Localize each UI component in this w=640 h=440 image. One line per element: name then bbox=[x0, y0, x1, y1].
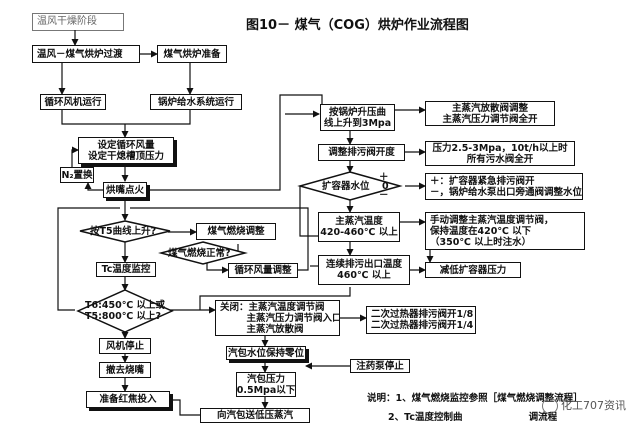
decision-level bbox=[297, 171, 403, 201]
node-level-note: ＋：扩容器紧急排污阀开 －，锅炉给水泵出口旁通阀调整水位 bbox=[425, 173, 583, 200]
level-minus: － bbox=[379, 190, 389, 201]
watermark-icon bbox=[542, 398, 558, 414]
node-superheater: 二次过热器排污阀开1/8 二次过热器排污阀开1/4 bbox=[366, 306, 476, 334]
node-n2-purge: N₂置换 bbox=[60, 167, 94, 183]
decision-level-label: 扩容器水位 bbox=[322, 181, 370, 192]
node-dosing-stop: 注药泵停止 bbox=[350, 359, 410, 373]
node-gas-prep: 煤气烘炉准备 bbox=[157, 45, 227, 63]
node-close-valves: 关闭：主蒸汽温度调节阀 主蒸汽压力调节阀入口阀 主蒸汽放散阀 bbox=[215, 300, 340, 336]
node-low-steam: 向汽包送低压蒸汽 bbox=[200, 408, 310, 423]
node-drum-level: 汽包水位保持零位 bbox=[226, 346, 306, 360]
node-boiler-pressure: 按锅炉升压曲 线上升到3Mpa bbox=[320, 104, 395, 131]
decision-t5-label: 按T5曲线上升? bbox=[90, 226, 157, 237]
node-manual-adjust: 手动调整主蒸汽温度调节阀， 保持温度在420℃ 以下 （350℃ 以上时注水） bbox=[425, 212, 585, 250]
node-fan-run: 循环风机运行 bbox=[40, 94, 106, 110]
node-feedwater: 锅炉给水系统运行 bbox=[150, 94, 242, 110]
level-zero: 0 bbox=[382, 181, 389, 192]
node-tc-monitor: Tc温度监控 bbox=[96, 262, 156, 277]
note-line-1: 说明：1、煤气燃烧监控参照［煤气燃烧调整流程］ bbox=[367, 393, 583, 404]
watermark: 化工707资讯 bbox=[542, 397, 626, 414]
stage-label: 温风干燥阶段 bbox=[32, 13, 124, 31]
decision-burning bbox=[158, 241, 248, 265]
node-blowdown-temp: 连续排污出口温度 460℃ 以上 bbox=[318, 255, 410, 285]
decision-t5 bbox=[79, 220, 171, 243]
node-ignition: 烘嘴点火 bbox=[103, 182, 147, 198]
node-transition: 温风－煤气烘炉过渡 bbox=[32, 45, 140, 63]
decision-burning-label: 煤气燃烧正常? bbox=[168, 248, 231, 259]
node-red-coke: 准备红焦投入 bbox=[86, 391, 170, 408]
decision-temperature bbox=[76, 289, 174, 333]
node-blowdown: 调整排污阀开度 bbox=[318, 144, 405, 161]
node-pressure-note: 压力2.5-3Mpa，10t/h以上时 所有污水阀全开 bbox=[425, 141, 575, 166]
diagram-title: 图10－ 煤气（COG）烘炉作业流程图 bbox=[246, 18, 469, 33]
decision-temperature-label: T6:450℃ 以上或 T5:800℃ 以上? bbox=[85, 300, 166, 322]
node-remove-burner: 撤去烧嘴 bbox=[99, 362, 151, 378]
node-airflow-adjust: 循环风量调整 bbox=[228, 263, 298, 278]
node-fan-stop: 风机停止 bbox=[99, 338, 151, 354]
watermark-text: 化工707资讯 bbox=[561, 399, 626, 412]
node-gas-tune: 煤气燃烧调整 bbox=[196, 223, 276, 240]
node-vent-adjust: 主蒸汽放散阀调整 主蒸汽压力调节阀全开 bbox=[425, 101, 555, 126]
level-plus: ＋ bbox=[379, 172, 389, 183]
node-steam-temp: 主蒸汽温度 420-460℃ 以上 bbox=[318, 212, 400, 242]
node-set-airflow: 设定循环风量 设定干熄槽顶压力 bbox=[78, 137, 174, 164]
node-reduce-pressure: 减低扩容器压力 bbox=[425, 262, 521, 278]
note-line-2: 2、Tc温度控制曲 调流程 bbox=[388, 412, 558, 423]
node-drum-pressure: 汽包压力 0.5Mpa以下 bbox=[236, 372, 296, 397]
